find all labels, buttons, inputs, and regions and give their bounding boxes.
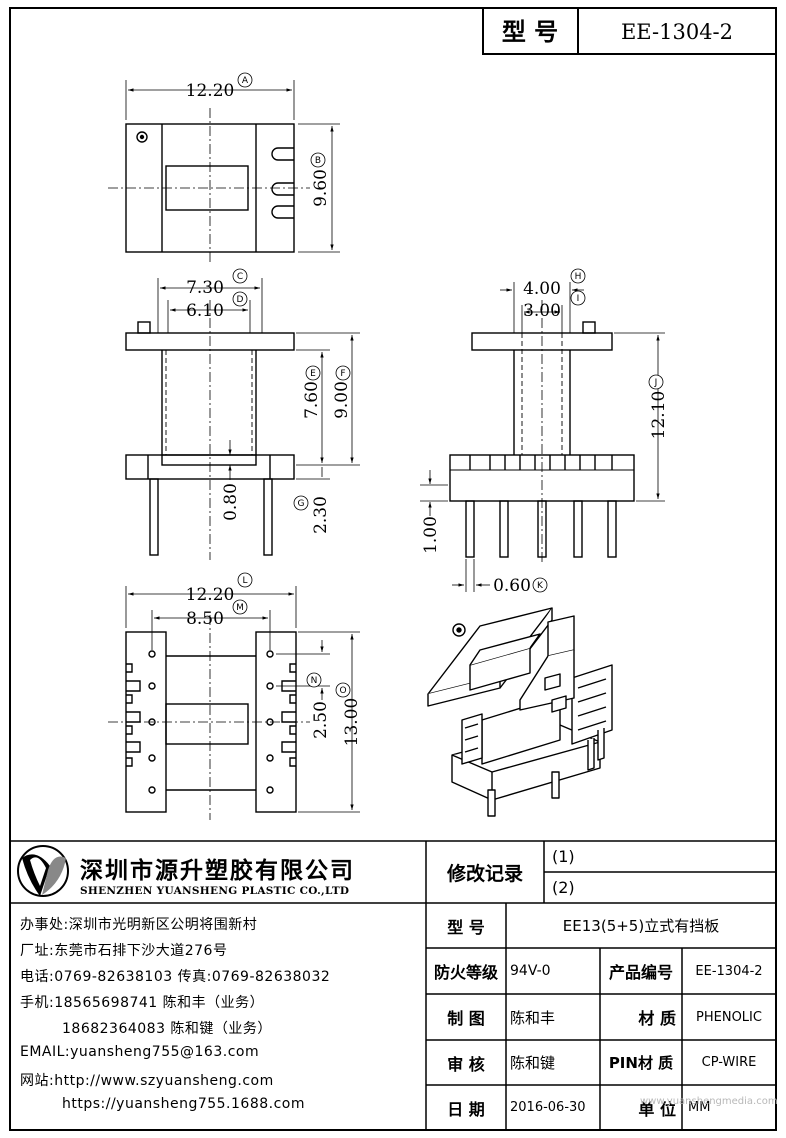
model-header-label: 型 号 — [502, 18, 558, 46]
spec-drawn-label: 制 图 — [447, 1009, 485, 1028]
dim-E: 7.60 E — [302, 365, 322, 419]
outer-border — [9, 7, 777, 1131]
svg-text:1.00: 1.00 — [421, 516, 441, 554]
svg-text:0.60: 0.60 — [493, 576, 531, 596]
svg-text:4.00: 4.00 — [523, 279, 561, 299]
company-logo — [17, 845, 69, 897]
svg-text:2.30: 2.30 — [311, 496, 331, 534]
website-1[interactable]: 网站:http://www.szyuansheng.com — [20, 1073, 274, 1089]
svg-text:9.60: 9.60 — [311, 169, 331, 207]
bottom-view — [108, 586, 360, 820]
dim-L: 12.20 L — [186, 572, 253, 605]
svg-text:7.30: 7.30 — [186, 278, 224, 298]
website-2[interactable]: https://yuansheng755.1688.com — [62, 1096, 305, 1112]
watermark: www.yuanshengmedia.com — [640, 1096, 778, 1107]
dim-I: 3.00 I — [523, 290, 586, 321]
revision-row-1: (1) — [552, 847, 575, 866]
spec-fire-label: 防火等级 — [433, 963, 498, 982]
svg-text:D: D — [237, 295, 244, 305]
mobile-1: 手机:18565698741 陈和丰（业务） — [20, 995, 265, 1011]
dim-M: 8.50 M — [186, 599, 248, 629]
svg-text:7.60: 7.60 — [302, 381, 322, 419]
svg-text:A: A — [242, 76, 249, 86]
svg-text:9.00: 9.00 — [332, 381, 352, 419]
company-name-cn: 深圳市源升塑胶有限公司 — [80, 858, 355, 884]
dim-C: 7.30 C — [186, 268, 248, 298]
spec-model-label: 型 号 — [447, 917, 485, 937]
title-block-grid — [10, 840, 776, 1130]
svg-text:M: M — [236, 603, 244, 613]
dim-D: 6.10 D — [186, 291, 248, 321]
svg-text:12.20: 12.20 — [186, 585, 235, 605]
dim-A: 12.20 A — [186, 72, 253, 101]
office-address: 办事处:深圳市光明新区公明将围新村 — [20, 917, 258, 933]
svg-text:G: G — [298, 499, 305, 509]
company-name-en: SHENZHEN YUANSHENG PLASTIC CO.,LTD — [80, 885, 350, 897]
svg-text:L: L — [242, 576, 247, 586]
mobile-2: 18682364083 陈和键（业务） — [62, 1021, 272, 1037]
email[interactable]: EMAIL:yuansheng755@163.com — [20, 1044, 260, 1060]
spec-unit-label: 单 位 — [638, 1099, 676, 1119]
dim-G: 2.30 G — [293, 495, 331, 534]
svg-text:J: J — [654, 378, 658, 388]
dim-0-80: 0.80 — [221, 483, 241, 521]
dim-K: 0.60 K — [493, 576, 548, 596]
svg-text:12.20: 12.20 — [186, 81, 235, 101]
phone-fax: 电话:0769-82638103 传真:0769-82638032 — [20, 969, 331, 985]
svg-text:E: E — [310, 369, 316, 379]
svg-text:13.00: 13.00 — [342, 698, 362, 747]
spec-material-label: 材 质 — [638, 1009, 676, 1028]
spec-code-value: EE-1304-2 — [695, 963, 763, 979]
svg-text:6.10: 6.10 — [186, 301, 224, 321]
svg-text:8.50: 8.50 — [186, 609, 224, 629]
front-view — [125, 278, 360, 560]
revision-label: 修改记录 — [446, 862, 523, 885]
svg-text:0.80: 0.80 — [221, 483, 241, 521]
svg-text:I: I — [577, 294, 580, 304]
svg-text:C: C — [237, 272, 243, 282]
spec-unit-value: MM — [688, 1100, 711, 1115]
spec-material-value: PHENOLIC — [696, 1009, 762, 1025]
svg-text:12.10: 12.10 — [649, 391, 669, 440]
factory-address: 厂址:东莞市石排下沙大道276号 — [20, 943, 228, 959]
spec-drawn-value: 陈和丰 — [510, 1008, 556, 1027]
svg-text:K: K — [537, 581, 544, 591]
revision-row-2: (2) — [552, 878, 575, 897]
spec-pin-value: CP-WIRE — [701, 1055, 757, 1070]
spec-fire-value: 94V-0 — [510, 963, 551, 979]
dim-B: 9.60 B — [310, 152, 331, 207]
spec-pin-label: PIN材 质 — [608, 1054, 674, 1072]
svg-text:3.00: 3.00 — [523, 301, 561, 321]
dim-N: 2.50 N — [306, 672, 331, 739]
model-header-box — [482, 7, 777, 55]
model-header-value: EE-1304-2 — [621, 20, 733, 44]
svg-text:N: N — [311, 676, 318, 686]
spec-check-value: 陈和键 — [510, 1054, 556, 1072]
svg-text:F: F — [340, 369, 345, 379]
dim-O: 13.00 O — [335, 682, 362, 747]
dim-1-00: 1.00 — [421, 516, 441, 554]
spec-code-label: 产品编号 — [608, 963, 673, 982]
dim-F: 9.00 F — [332, 365, 352, 419]
dim-J: 12.10 J — [648, 374, 669, 440]
spec-model-value: EE13(5+5)立式有挡板 — [562, 917, 720, 935]
top-view — [108, 80, 340, 262]
spec-date-value: 2016-06-30 — [510, 1100, 586, 1115]
side-view — [420, 282, 665, 592]
svg-text:O: O — [339, 686, 346, 696]
spec-date-label: 日 期 — [447, 1099, 485, 1119]
svg-text:2.50: 2.50 — [311, 701, 331, 739]
dim-H: 4.00 H — [523, 268, 586, 299]
spec-check-label: 审 核 — [447, 1054, 485, 1074]
isometric-view — [427, 607, 613, 817]
svg-text:B: B — [315, 156, 321, 166]
svg-text:H: H — [575, 272, 582, 282]
